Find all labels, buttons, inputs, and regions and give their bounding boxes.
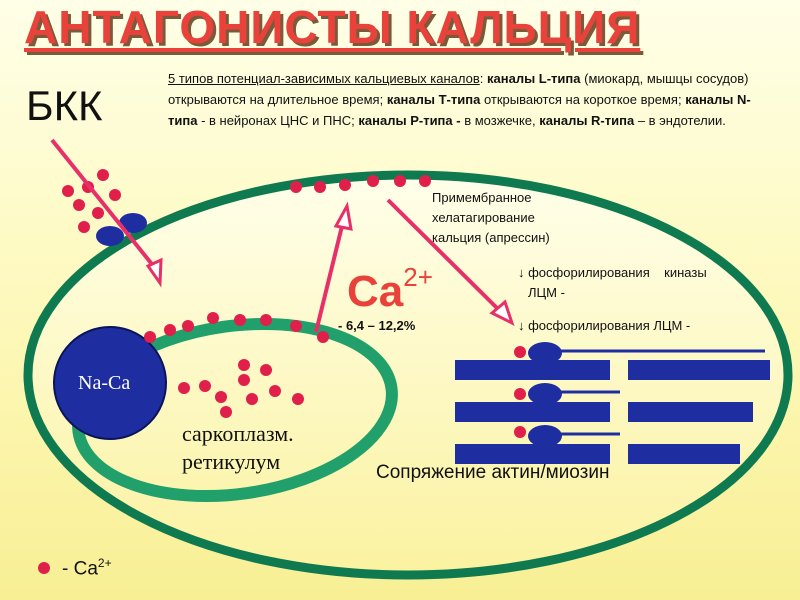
calcium-ion-dot bbox=[290, 320, 302, 332]
arrow-head bbox=[333, 201, 353, 231]
arrow-head bbox=[145, 257, 163, 288]
calcium-label-base: Ca bbox=[347, 267, 404, 316]
calcium-ion-dot bbox=[260, 364, 272, 376]
calcium-ion-dot bbox=[199, 380, 211, 392]
channel-types-description: 5 типов потенциал-зависимых кальциевых к… bbox=[168, 68, 778, 131]
legend: - Ca2+ bbox=[62, 556, 112, 580]
calcium-ion-dot bbox=[178, 382, 190, 394]
chelation-line2: хелатагирование bbox=[432, 210, 535, 225]
info-t-type: каналы Т-типа bbox=[386, 92, 481, 107]
calcium-label-charge: 2+ bbox=[403, 262, 433, 292]
calcium-ion-dot bbox=[215, 391, 227, 403]
calcium-ion-dot bbox=[292, 393, 304, 405]
arrow-membrane-to-filaments bbox=[386, 198, 501, 312]
calcium-ion-dot bbox=[109, 189, 121, 201]
filament bbox=[628, 360, 770, 380]
calcium-ion-dot bbox=[317, 331, 329, 343]
calcium-ion-dot bbox=[290, 181, 302, 193]
sarcoplasmic-reticulum bbox=[72, 317, 398, 503]
calcium-ion-dot bbox=[92, 207, 104, 219]
actin-myosin-label: Сопряжение актин/миозин bbox=[376, 462, 610, 483]
page-title: АНТАГОНИСТЫ КАЛЬЦИЯ bbox=[24, 1, 641, 53]
calcium-channel-right bbox=[119, 213, 147, 233]
info-n-type: каналы N-типа bbox=[168, 92, 751, 128]
calcium-ion-dot bbox=[97, 169, 109, 181]
naca-label: Na-Ca bbox=[78, 372, 131, 394]
info-r-desc: – в эндотелии. bbox=[634, 113, 726, 128]
calcium-ion-dot bbox=[269, 385, 281, 397]
info-p-desc: в мозжечке, bbox=[460, 113, 540, 128]
calcium-ion-dot bbox=[144, 331, 156, 343]
info-l-desc: (миокард, мышцы сосудов) открываются на … bbox=[168, 71, 749, 107]
arrow-sr-to-membrane bbox=[314, 221, 345, 333]
calcium-ion-dot bbox=[238, 359, 250, 371]
calcium-ion-dot bbox=[73, 199, 85, 211]
calcium-label: Ca2+ bbox=[347, 262, 433, 317]
info-p-type: каналы P-типа - bbox=[358, 113, 461, 128]
bkk-label: БКК bbox=[26, 82, 103, 129]
info-intro: 5 типов потенциал-зависимых кальциевых к… bbox=[168, 71, 480, 86]
legend-text: - Ca bbox=[62, 558, 98, 580]
chelation-line3: кальция (апрессин) bbox=[432, 230, 550, 245]
chelation-line1: Примембранное bbox=[432, 190, 532, 205]
arrows bbox=[50, 138, 515, 333]
myosin-head bbox=[528, 383, 562, 405]
phosphorylation-mlc-note: ↓ фосфорилирования ЛЦМ - bbox=[518, 318, 691, 333]
calcium-ion-dot bbox=[220, 406, 232, 418]
info-n-desc: - в нейронах ЦНС и ПНС; bbox=[197, 113, 359, 128]
myosin-head bbox=[528, 342, 562, 364]
info-l-type: каналы L-типа bbox=[487, 71, 581, 86]
calcium-ion-dot bbox=[339, 179, 351, 191]
arrow-bkk-to-sr bbox=[50, 138, 157, 270]
calcium-ion-dot bbox=[207, 312, 219, 324]
calcium-ion-dot bbox=[367, 175, 379, 187]
info-r-type: каналы R-типа bbox=[539, 113, 635, 128]
legend-calcium-dot bbox=[38, 562, 50, 574]
info-t-desc: открываются на короткое время; bbox=[480, 92, 686, 107]
phosphorylation-kinase-note: ↓ фосфорилирования киназы ЛЦМ - bbox=[518, 263, 778, 303]
actin-myosin-filaments bbox=[455, 342, 770, 464]
calcium-ion-dot bbox=[260, 314, 272, 326]
calcium-ion-dot bbox=[394, 175, 406, 187]
calcium-ion-dot bbox=[514, 426, 526, 438]
calcium-ions bbox=[62, 169, 526, 438]
filament bbox=[455, 360, 610, 380]
filament bbox=[455, 444, 610, 464]
calcium-ion-dot bbox=[238, 374, 250, 386]
chelation-note: Примембранное хелатагирование кальция (а… bbox=[432, 188, 550, 248]
range-label: - 6,4 – 12,2% bbox=[338, 318, 416, 333]
arrow-head bbox=[489, 299, 515, 326]
sr-label-line2: ретикулум bbox=[182, 449, 281, 474]
calcium-ion-dot bbox=[234, 314, 246, 326]
calcium-ion-dot bbox=[78, 221, 90, 233]
calcium-ion-dot bbox=[182, 320, 194, 332]
naca-exchanger bbox=[53, 326, 167, 440]
calcium-ion-dot bbox=[514, 388, 526, 400]
calcium-ion-dot bbox=[514, 346, 526, 358]
calcium-ion-dot bbox=[164, 324, 176, 336]
sr-label: саркоплазм. ретикулум bbox=[182, 420, 294, 476]
calcium-channel-left bbox=[96, 226, 124, 246]
legend-charge: 2+ bbox=[97, 556, 112, 570]
sr-label-line1: саркоплазм. bbox=[182, 421, 294, 446]
calcium-ion-dot bbox=[314, 181, 326, 193]
filament bbox=[628, 444, 740, 464]
calcium-ion-dot bbox=[419, 175, 431, 187]
phos-line2: ЛЦМ - bbox=[528, 285, 565, 300]
calcium-ion-dot bbox=[246, 393, 258, 405]
phos-line1: ↓ фосфорилирования киназы bbox=[518, 265, 707, 280]
cell-membrane bbox=[23, 170, 793, 580]
myosin-head bbox=[528, 425, 562, 447]
calcium-ion-dot bbox=[62, 185, 74, 197]
info-sep: : bbox=[479, 71, 487, 86]
filament bbox=[628, 402, 753, 422]
filament bbox=[455, 402, 610, 422]
